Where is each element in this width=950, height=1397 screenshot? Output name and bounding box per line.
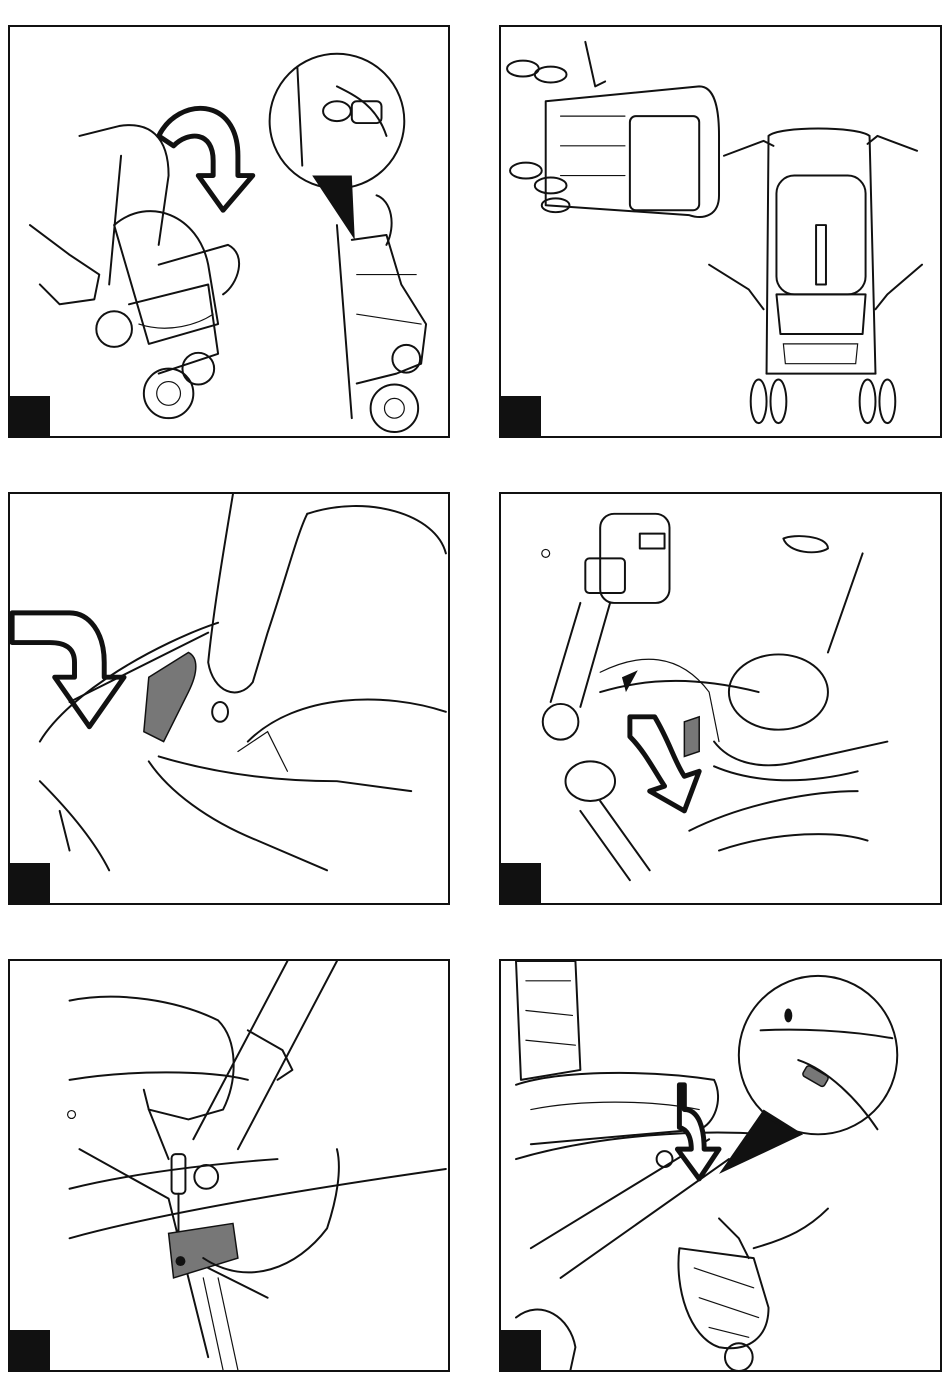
instruction-panel-1 [8, 25, 450, 438]
fold-stroller-illustration [10, 27, 448, 436]
step-number-badge [501, 863, 541, 903]
step-number-badge [10, 1330, 50, 1370]
instruction-panel-2 [499, 25, 942, 438]
basket-attach-illustration [501, 961, 940, 1370]
instruction-panel-4 [499, 492, 942, 905]
step-number-badge [10, 863, 50, 903]
step-number-badge [10, 396, 50, 436]
step-number-badge [501, 1330, 541, 1370]
screwdriver-illustration [10, 961, 448, 1370]
step-number-badge [501, 396, 541, 436]
instruction-panel-5 [8, 959, 450, 1372]
insert-tab-illustration [10, 494, 448, 903]
instruction-panel-3 [8, 492, 450, 905]
unfold-stroller-illustration [501, 27, 940, 436]
attach-strap-illustration [501, 494, 940, 903]
instruction-panel-6 [499, 959, 942, 1372]
